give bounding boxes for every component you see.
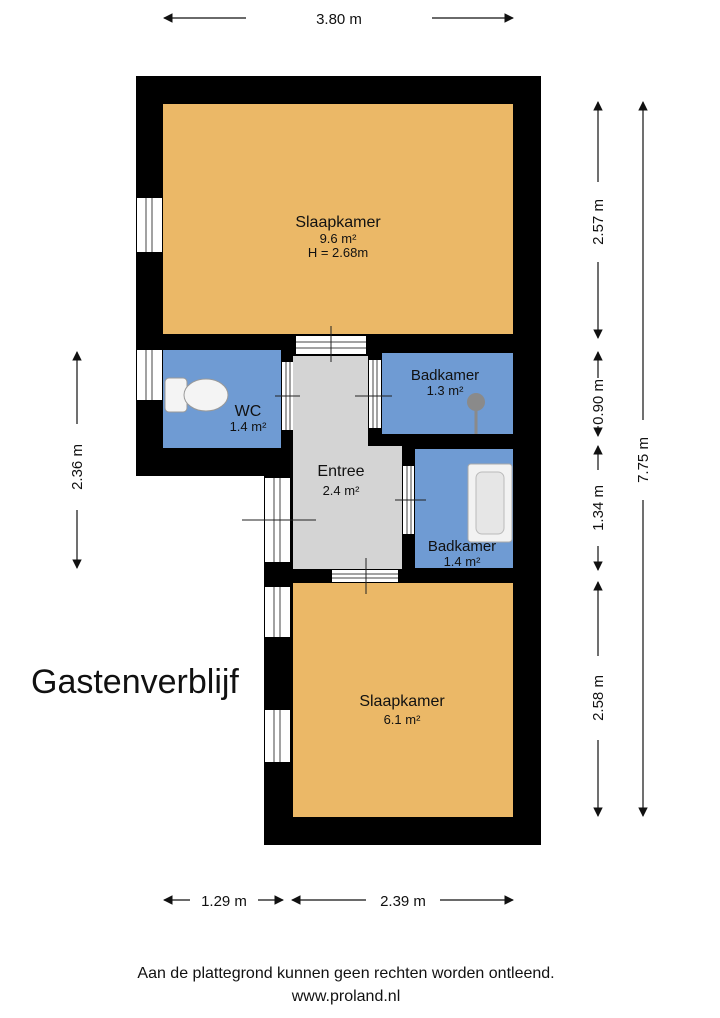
- wc-name: WC: [235, 403, 262, 420]
- window-bedroom-bottom-1: [265, 587, 290, 637]
- dim-right-segment-4: 2.58 m: [590, 675, 607, 721]
- entrance-area: 2.4 m²: [323, 483, 361, 498]
- door-bathroom-2[interactable]: [395, 466, 426, 534]
- dim-left-height: 2.36 m: [69, 444, 86, 490]
- dim-right-segment-3: 1.34 m: [590, 485, 607, 531]
- dim-bottom-right: 2.39 m: [380, 893, 426, 910]
- bathroom-2-area: 1.4 m²: [444, 554, 482, 569]
- dim-right-total: 7.75 m: [635, 437, 652, 483]
- room-entrance[interactable]: [293, 356, 402, 569]
- bathtub-icon: [467, 463, 513, 543]
- shower-icon: [467, 393, 485, 434]
- dimension-labels: 3.80 m 2.36 m 2.57 m 0.90 m 1.34 m 2.58 …: [69, 11, 652, 910]
- dimensions: [72, 13, 648, 905]
- footer-website[interactable]: www.proland.nl: [291, 988, 401, 1005]
- dim-bottom-left: 1.29 m: [201, 893, 247, 910]
- door-bedroom-top[interactable]: [296, 326, 366, 362]
- bathroom-2-name: Badkamer: [428, 538, 496, 555]
- room-bedroom-bottom[interactable]: [293, 583, 513, 817]
- bedroom-bottom-name: Slaapkamer: [359, 693, 445, 710]
- window-bedroom-bottom-2: [265, 710, 290, 762]
- dim-right-segment-2: 0.90 m: [590, 379, 607, 425]
- room-labels: Slaapkamer 9.6 m² H = 2.68m WC 1.4 m² Ba…: [230, 214, 497, 727]
- wc-area: 1.4 m²: [230, 419, 268, 434]
- dim-top-width: 3.80 m: [316, 11, 362, 28]
- toilet-icon: [164, 377, 229, 413]
- door-bedroom-bottom[interactable]: [332, 558, 398, 594]
- bedroom-top-height: H = 2.68m: [308, 245, 368, 260]
- door-bathroom-1[interactable]: [355, 360, 392, 428]
- bathroom-1-name: Badkamer: [411, 367, 479, 384]
- bedroom-top-area: 9.6 m²: [320, 231, 358, 246]
- entrance-name: Entree: [317, 463, 364, 480]
- window-wc: [137, 350, 162, 400]
- plan-title: Gastenverblijf: [31, 663, 239, 701]
- room-bedroom-top[interactable]: [163, 104, 513, 334]
- doors: [242, 326, 426, 594]
- room-bathroom-1[interactable]: [382, 353, 513, 434]
- footer-disclaimer: Aan de plattegrond kunnen geen rechten w…: [137, 965, 554, 982]
- door-wc[interactable]: [275, 362, 300, 430]
- window-bedroom-top: [137, 198, 162, 252]
- bathroom-1-area: 1.3 m²: [427, 383, 465, 398]
- bedroom-bottom-area: 6.1 m²: [384, 712, 422, 727]
- bedroom-top-name: Slaapkamer: [295, 214, 381, 231]
- dim-right-segment-1: 2.57 m: [590, 199, 607, 245]
